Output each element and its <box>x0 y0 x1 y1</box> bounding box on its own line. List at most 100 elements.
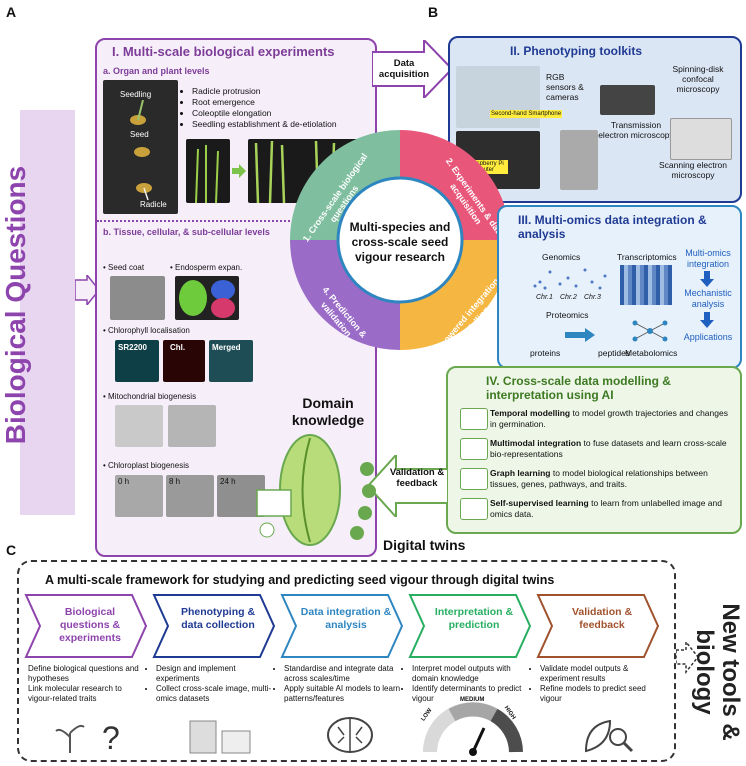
iv-row-temporal: Temporal modelling to model growth traje… <box>490 408 730 430</box>
panel-letter-b: B <box>428 4 439 20</box>
cycle-center-circle <box>336 176 464 304</box>
iv-row-text: to model growth trajectories and changes… <box>490 408 728 429</box>
step-item: Design and implement experiments <box>156 664 274 684</box>
lab-instrument-icon <box>180 715 260 755</box>
iv-row-bold: Self-supervised learning <box>490 498 589 508</box>
sub-b-title: b. Tissue, cellular, & sub-cellular leve… <box>103 227 270 237</box>
chloroplast-text: Chloroplast biogenesis <box>108 461 189 470</box>
step-5-list: Validate model outputs & experiment resu… <box>532 664 658 704</box>
step-label-1: Biological questions & experiments <box>59 606 121 644</box>
iv-row-text: to model biological relationships betwee… <box>490 468 708 489</box>
graph-icon <box>460 468 488 490</box>
tem-photo <box>560 130 598 190</box>
data-acquisition-label: Data acquisition <box>378 58 430 80</box>
flow-mechanistic: Mechanistic analysis <box>684 288 732 309</box>
cycle-segment-2 <box>400 130 510 240</box>
new-tools-arrow <box>676 640 698 674</box>
svg-text:?: ? <box>102 720 120 755</box>
mito-label: • Mitochondrial biogenesis <box>103 392 197 401</box>
step-label-2: Phenotyping & data collection <box>180 606 256 631</box>
sub-a-item: Radicle protrusion <box>192 86 337 97</box>
time-label-8h: 8 h <box>169 477 181 486</box>
endosperm-photo <box>175 276 239 320</box>
step-label-5: Validation & feedback <box>571 606 633 631</box>
confocal-photo <box>600 85 655 115</box>
genomics-plot <box>533 268 607 290</box>
section-iii-box <box>497 205 742 369</box>
green-arrow-icon <box>232 164 246 178</box>
seed-coat-text: Seed coat <box>108 263 145 272</box>
transcriptomics-label: Transcriptomics <box>617 252 677 262</box>
merged-label: Merged <box>212 343 241 352</box>
sem-photo <box>670 118 732 160</box>
step-4-list: Interpret model outputs with domain know… <box>404 664 530 704</box>
plant-photo-1 <box>186 139 230 204</box>
sem-label: Scanning electron microscopy <box>658 160 728 180</box>
step-3-list: Standardise and integrate data across sc… <box>276 664 402 704</box>
chl-label: Chl. <box>170 343 186 352</box>
step-item: Link molecular research to vigour-relate… <box>28 684 146 704</box>
section-iv-box <box>446 366 742 534</box>
chlorophyll-text: Chlorophyll localisation <box>108 326 190 335</box>
chr-label-2: Chr.2 <box>560 294 577 301</box>
flow-integration: Multi-omics integration <box>685 248 731 269</box>
step-chevron-5 <box>536 594 660 658</box>
biological-questions-label: Biological Questions <box>0 165 31 445</box>
validation-feedback-arrow <box>368 455 448 517</box>
seed-coat-photo <box>110 276 165 320</box>
section-iv-title: IV. Cross-scale data modelling & interpr… <box>486 374 671 402</box>
chr-label-3: Chr.3 <box>584 294 601 301</box>
step-chevron-2 <box>152 594 276 658</box>
chlorophyll-label: • Chlorophyll localisation <box>103 326 190 335</box>
iv-row-bold: Temporal modelling <box>490 408 571 418</box>
step-chevron-3 <box>280 594 404 658</box>
step-item: Refine models to predict seed vigour <box>540 684 658 704</box>
sub-a-item: Seedling establishment & de-etiolation <box>192 119 337 130</box>
peptides-label: peptides <box>598 348 631 358</box>
rgb-label: RGB sensors & cameras <box>546 72 584 102</box>
transcriptomics-heatmap <box>620 265 672 305</box>
bq-arrow <box>75 275 99 305</box>
iv-row-self-supervised: Self-supervised learning to learn from u… <box>490 498 730 520</box>
sub-a-title: a. Organ and plant levels <box>103 66 210 76</box>
seed-label: Seed <box>130 130 149 139</box>
confocal-label: Spinning-disk confocal microscopy <box>672 64 724 94</box>
section-separator <box>97 220 373 222</box>
multimodal-icon <box>460 438 488 460</box>
step-chevron-1 <box>24 594 148 658</box>
section-c-box <box>17 560 676 762</box>
network-icon <box>350 526 364 540</box>
sub-a-list: Radicle protrusion Root emergence Coleop… <box>182 86 337 130</box>
step-item: Standardise and integrate data across sc… <box>284 664 402 684</box>
digital-twin-seed <box>256 434 341 546</box>
mito-photo-1 <box>115 405 163 447</box>
genomics-label: Genomics <box>542 252 581 262</box>
gauge-medium: MEDIUM <box>460 697 485 703</box>
step-label-3: Data integration & analysis <box>300 606 392 631</box>
biological-questions-band <box>20 110 75 515</box>
self-supervised-icon <box>460 498 488 520</box>
domain-knowledge-label: Domain knowledge <box>291 395 365 428</box>
brain-ai-icon <box>310 715 390 755</box>
sr2200-photo <box>115 340 159 382</box>
section-iii-title: III. Multi-omics data integration & anal… <box>518 213 707 241</box>
seedling-question-icon: ? <box>50 715 130 755</box>
step-1-list: Define biological questions and hypothes… <box>20 664 146 704</box>
protein-arrow-icon <box>565 328 595 342</box>
mito-photo-2 <box>168 405 216 447</box>
iv-row-multimodal: Multimodal integration to fuse datasets … <box>490 438 730 460</box>
seedling-label: Seedling <box>120 90 152 99</box>
panel-letter-c: C <box>6 542 17 558</box>
iv-row-bold: Graph learning <box>490 468 551 478</box>
endosperm-text: Endosperm expan. <box>175 263 243 272</box>
chr-label-1: Chr.1 <box>536 294 553 301</box>
time-label-0h: 0 h <box>118 477 130 486</box>
step-item: Define biological questions and hypothes… <box>28 664 146 684</box>
step-item: Collect cross-scale image, multi-omics d… <box>156 684 274 704</box>
step-item: Apply suitable AI models to learn patter… <box>284 684 402 704</box>
sr2200-label: SR2200 <box>118 343 147 352</box>
tem-label: Transmission electron microscopy <box>598 120 674 140</box>
seed-drawing <box>130 100 152 201</box>
seed-coat-label: • Seed coat <box>103 263 145 272</box>
cycle-segment-1 <box>290 130 400 240</box>
